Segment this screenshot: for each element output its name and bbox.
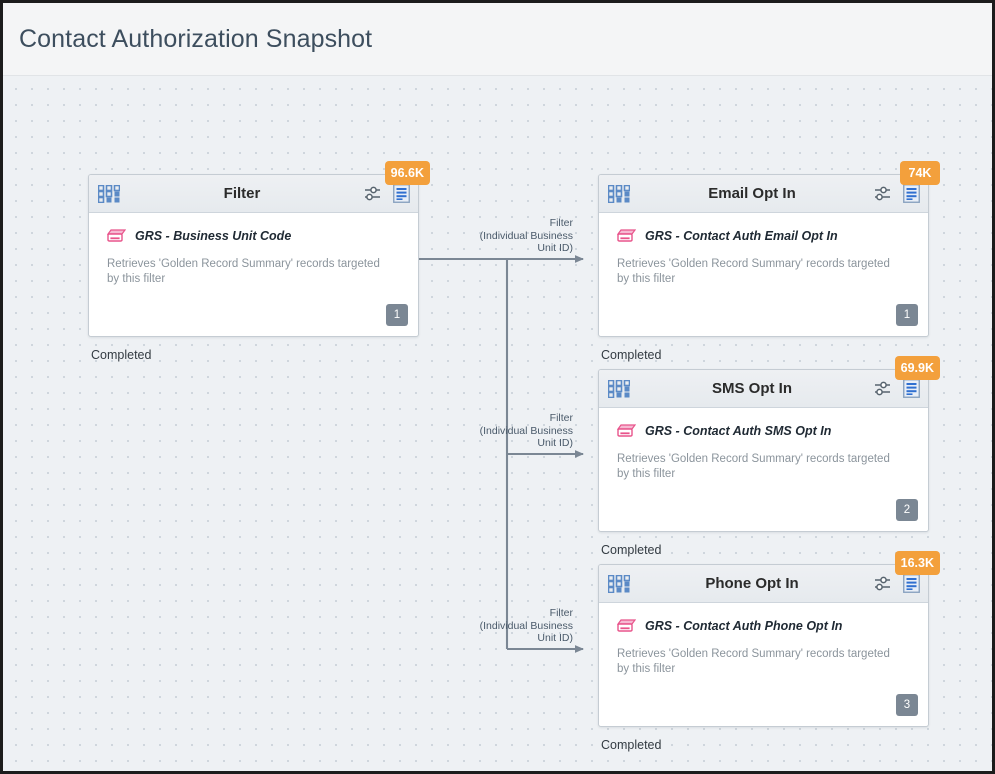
node-header[interactable]: SMS Opt In	[599, 370, 928, 408]
node-field-row: GRS - Business Unit Code	[106, 229, 402, 243]
app-header: Contact Authorization Snapshot	[3, 3, 992, 76]
document-icon[interactable]	[393, 184, 410, 203]
edge-label-line2: (Individual Business	[479, 229, 573, 242]
node-filter[interactable]: 96.6K Filter	[88, 161, 430, 337]
settings-sliders-icon[interactable]	[874, 575, 892, 593]
node-title: Email Opt In	[708, 185, 796, 202]
node-email-opt-in[interactable]: 74K Email Opt In	[598, 161, 940, 337]
node-field-row: GRS - Contact Auth Phone Opt In	[616, 619, 912, 633]
node-description: Retrieves 'Golden Record Summary' record…	[617, 453, 890, 480]
node-field-row: GRS - Contact Auth Email Opt In	[616, 229, 912, 243]
database-icon	[616, 619, 637, 633]
node-status-sms-opt-in: Completed	[601, 543, 662, 557]
node-count-badge: 74K	[900, 161, 940, 185]
edge-label-filter-sms: Filter (Individual Business Unit ID)	[403, 412, 573, 450]
edge-label-line1: Filter	[549, 217, 573, 229]
document-icon[interactable]	[903, 379, 920, 398]
node-body: GRS - Business Unit Code Retrieves 'Gold…	[89, 213, 418, 336]
node-status-phone-opt-in: Completed	[601, 738, 662, 752]
grid-icon	[607, 379, 631, 398]
node-body: GRS - Contact Auth SMS Opt In Retrieves …	[599, 408, 928, 531]
grid-icon	[607, 574, 631, 593]
edge-label-line3: Unit ID)	[537, 437, 573, 449]
node-description: Retrieves 'Golden Record Summary' record…	[617, 648, 890, 675]
node-status-filter: Completed	[91, 348, 152, 362]
node-title: Phone Opt In	[705, 575, 799, 592]
document-icon[interactable]	[903, 184, 920, 203]
node-sequence-badge: 1	[896, 304, 918, 326]
node-field-name: GRS - Contact Auth SMS Opt In	[645, 424, 832, 438]
node-count-badge: 16.3K	[894, 551, 940, 575]
node-count-badge: 69.9K	[894, 356, 940, 380]
node-field-name: GRS - Contact Auth Phone Opt In	[645, 619, 843, 633]
node-field-name: GRS - Contact Auth Email Opt In	[645, 229, 838, 243]
node-header[interactable]: Filter	[89, 175, 418, 213]
node-header[interactable]: Phone Opt In	[599, 565, 928, 603]
node-sequence-badge: 2	[896, 499, 918, 521]
edge-label-line1: Filter	[549, 607, 573, 619]
node-phone-opt-in[interactable]: 16.3K Phone Opt In	[598, 551, 940, 727]
page-title: Contact Authorization Snapshot	[19, 24, 373, 53]
edge-label-line3: Unit ID)	[537, 242, 573, 254]
node-body: GRS - Contact Auth Email Opt In Retrieve…	[599, 213, 928, 336]
edge-label-line1: Filter	[549, 412, 573, 424]
edge-label-filter-phone: Filter (Individual Business Unit ID)	[403, 607, 573, 645]
edge-label-line2: (Individual Business	[479, 619, 573, 632]
settings-sliders-icon[interactable]	[874, 185, 892, 203]
node-body: GRS - Contact Auth Phone Opt In Retrieve…	[599, 603, 928, 726]
node-description: Retrieves 'Golden Record Summary' record…	[107, 258, 380, 285]
database-icon	[106, 229, 127, 243]
node-field-name: GRS - Business Unit Code	[135, 229, 292, 243]
node-status-email-opt-in: Completed	[601, 348, 662, 362]
node-title: Filter	[223, 185, 261, 202]
edge-label-line2: (Individual Business	[479, 424, 573, 437]
node-description: Retrieves 'Golden Record Summary' record…	[617, 258, 890, 285]
diagram-canvas[interactable]: Filter (Individual Business Unit ID) Fil…	[3, 76, 992, 771]
node-count-badge: 96.6K	[384, 161, 430, 185]
node-sequence-badge: 3	[896, 694, 918, 716]
node-field-row: GRS - Contact Auth SMS Opt In	[616, 424, 912, 438]
database-icon	[616, 229, 637, 243]
node-sms-opt-in[interactable]: 69.9K SMS Opt In	[598, 356, 940, 532]
edge-label-filter-email: Filter (Individual Business Unit ID)	[403, 217, 573, 255]
database-icon	[616, 424, 637, 438]
node-header[interactable]: Email Opt In	[599, 175, 928, 213]
grid-icon	[607, 184, 631, 203]
edge-label-line3: Unit ID)	[537, 632, 573, 644]
settings-sliders-icon[interactable]	[874, 380, 892, 398]
document-icon[interactable]	[903, 574, 920, 593]
node-title: SMS Opt In	[712, 380, 792, 397]
settings-sliders-icon[interactable]	[364, 185, 382, 203]
grid-icon	[97, 184, 121, 203]
node-sequence-badge: 1	[386, 304, 408, 326]
